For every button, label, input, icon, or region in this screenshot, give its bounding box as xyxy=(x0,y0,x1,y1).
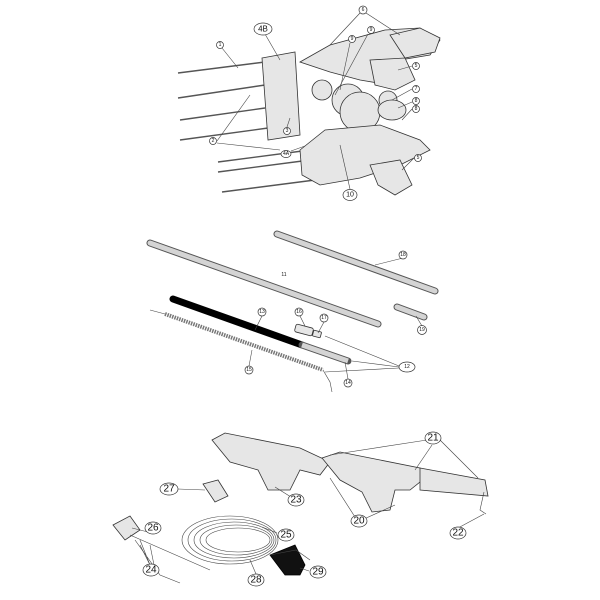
svg-text:9: 9 xyxy=(370,27,373,33)
cable-plug-27 xyxy=(202,479,229,503)
svg-text:11: 11 xyxy=(281,272,286,278)
svg-text:4A: 4A xyxy=(283,151,290,157)
callout-17: 17 xyxy=(319,313,329,323)
svg-text:21: 21 xyxy=(427,433,439,444)
rear-handle-housing xyxy=(321,451,426,513)
callout-1: 1 xyxy=(216,41,224,49)
coiled-cable-15 xyxy=(164,312,324,372)
front-handle-housing xyxy=(211,432,331,491)
svg-text:22: 22 xyxy=(452,528,464,539)
callout-26: 26 xyxy=(144,521,162,535)
svg-text:19: 19 xyxy=(419,327,425,333)
top-leader-lines xyxy=(216,12,415,190)
svg-text:8: 8 xyxy=(415,106,418,112)
callout-15: 15 xyxy=(244,365,254,375)
svg-text:7: 7 xyxy=(415,86,418,92)
wire-harness-29 xyxy=(269,544,306,576)
handle-grip xyxy=(389,27,441,59)
svg-text:23: 23 xyxy=(290,495,302,506)
svg-text:2: 2 xyxy=(212,138,215,144)
svg-text:5: 5 xyxy=(417,155,420,161)
callout-11: 11 xyxy=(281,272,286,278)
harness-wire xyxy=(269,549,311,561)
pole-parts: 11 18 13 16 17 19 15 14 12 xyxy=(146,230,439,393)
rod-clamp-block xyxy=(261,51,301,141)
cable-24 xyxy=(129,534,211,584)
svg-text:16: 16 xyxy=(296,309,302,315)
callout-19: 19 xyxy=(417,325,427,335)
svg-text:5: 5 xyxy=(415,63,418,69)
svg-text:6: 6 xyxy=(362,7,365,13)
handle-and-cable-assembly: 21 27 23 25 20 22 26 24 28 29 xyxy=(112,431,489,587)
callout-20: 20 xyxy=(350,514,368,528)
hook-22 xyxy=(479,491,487,515)
svg-text:26: 26 xyxy=(147,523,159,534)
callout-18: 18 xyxy=(398,250,408,260)
callout-27: 27 xyxy=(159,482,179,496)
bottom-callouts: 21 27 23 25 20 22 26 24 28 29 xyxy=(142,431,467,587)
callout-25: 25 xyxy=(277,528,295,542)
gear-disc xyxy=(377,99,407,121)
callout-24: 24 xyxy=(142,563,160,577)
handle-grip-sleeve xyxy=(419,467,489,497)
svg-text:25: 25 xyxy=(280,530,292,541)
cable-end xyxy=(149,309,333,393)
telescopic-rods xyxy=(177,61,316,193)
callout-3: 3 xyxy=(283,127,291,135)
svg-text:1: 1 xyxy=(219,42,222,48)
svg-text:28: 28 xyxy=(250,575,262,586)
foam-sleeve-13 xyxy=(169,295,306,349)
callout-28: 28 xyxy=(247,573,265,587)
svg-text:9: 9 xyxy=(351,36,354,42)
svg-text:3: 3 xyxy=(286,128,289,134)
lower-handle xyxy=(369,159,413,196)
callout-4b: 4B xyxy=(253,22,273,36)
svg-text:15: 15 xyxy=(246,367,252,373)
svg-text:27: 27 xyxy=(163,484,175,495)
middle-callouts: 11 18 13 16 17 19 15 14 12 xyxy=(244,250,427,388)
callout-4a: 4A xyxy=(280,150,292,158)
pinion-gear xyxy=(311,79,333,101)
svg-text:8: 8 xyxy=(415,98,418,104)
callout-12: 12 xyxy=(398,361,416,373)
svg-text:18: 18 xyxy=(400,252,406,258)
svg-text:24: 24 xyxy=(145,565,157,576)
clip-17 xyxy=(312,329,322,339)
callout-14: 14 xyxy=(343,378,353,388)
svg-text:12: 12 xyxy=(404,364,410,370)
svg-text:10: 10 xyxy=(346,192,354,199)
callout-29: 29 xyxy=(309,565,327,579)
coiled-cable-25 xyxy=(181,515,279,565)
svg-text:17: 17 xyxy=(321,315,327,321)
handle-body xyxy=(369,57,416,91)
bottom-leader-lines xyxy=(131,439,485,575)
svg-text:20: 20 xyxy=(353,516,365,527)
callout-8a: 8 xyxy=(412,97,420,105)
lower-housing xyxy=(299,124,431,186)
gearbox-assembly: 1 4B 6 9 9 5 7 8 8 2 3 4A 10 5 xyxy=(177,5,441,201)
callout-23: 23 xyxy=(287,493,305,507)
callout-16: 16 xyxy=(294,307,304,317)
callout-5b: 5 xyxy=(414,154,422,162)
callout-21: 21 xyxy=(424,431,442,445)
svg-text:4B: 4B xyxy=(258,25,268,34)
callout-2: 2 xyxy=(209,137,217,145)
middle-leader-lines xyxy=(248,257,423,380)
svg-text:29: 29 xyxy=(312,567,324,578)
svg-text:14: 14 xyxy=(345,380,351,386)
connector-26 xyxy=(112,515,141,541)
svg-text:13: 13 xyxy=(259,309,265,315)
callout-5a: 5 xyxy=(412,62,420,70)
top-callouts: 1 4B 6 9 9 5 7 8 8 2 3 4A 10 5 xyxy=(209,5,422,201)
clip-16 xyxy=(294,323,314,337)
callout-6: 6 xyxy=(358,5,368,15)
callout-7: 7 xyxy=(412,85,420,93)
callout-9a: 9 xyxy=(348,35,356,43)
callout-9b: 9 xyxy=(367,26,375,34)
callout-10: 10 xyxy=(342,189,358,201)
callout-8b: 8 xyxy=(412,105,420,113)
callout-13: 13 xyxy=(257,307,267,317)
callout-22: 22 xyxy=(449,526,467,540)
